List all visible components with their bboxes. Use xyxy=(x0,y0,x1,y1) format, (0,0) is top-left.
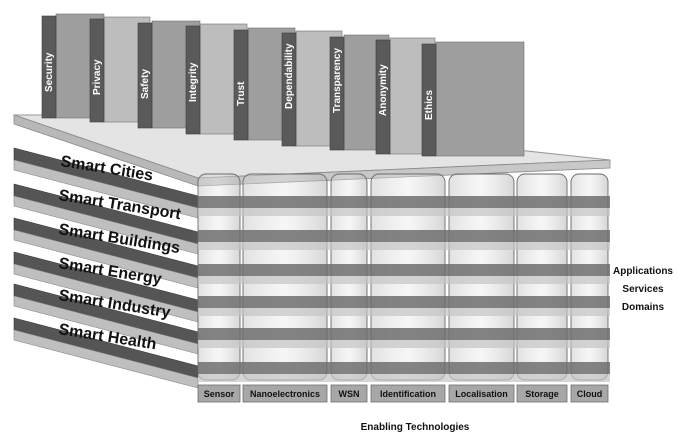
tech-label-identification: Identification xyxy=(370,384,446,403)
concern-label-safety: Safety xyxy=(140,69,151,99)
side-label-applications: Applications xyxy=(613,266,673,277)
domain-band-smart-energy xyxy=(198,296,610,316)
concern-block-spine xyxy=(41,15,57,119)
domain-band-dark xyxy=(198,328,610,340)
tech-label-text: Cloud xyxy=(577,389,603,399)
domain-slabs xyxy=(13,147,199,389)
tech-label-wsn: WSN xyxy=(330,384,368,403)
domain-band-light xyxy=(198,208,610,216)
domain-band-light xyxy=(198,308,610,316)
concern-block-spine xyxy=(89,18,105,123)
tech-label-sensor: Sensor xyxy=(197,384,241,403)
concern-block-spine xyxy=(281,32,297,147)
concern-blocks: Security Privacy Safety Integrity Trust Depen… xyxy=(41,13,525,157)
concern-block-spine xyxy=(233,29,249,141)
tech-label-box xyxy=(242,384,328,403)
concern-label-anonymity: Anonymity xyxy=(378,64,389,116)
concern-block-face xyxy=(435,41,525,157)
domain-band-smart-buildings xyxy=(198,264,610,284)
concern-block-spine xyxy=(329,36,345,151)
tech-label-text: Sensor xyxy=(204,389,235,399)
tech-label-box xyxy=(516,384,568,403)
side-label-domains: Domains xyxy=(622,302,665,313)
domain-band-light xyxy=(198,276,610,284)
tech-label-box xyxy=(570,384,609,403)
tech-label-box xyxy=(197,384,241,403)
concern-block-spine xyxy=(421,43,437,157)
tech-label-cloud: Cloud xyxy=(570,384,609,403)
domain-band-light xyxy=(198,374,610,382)
domain-band-light xyxy=(198,242,610,250)
concern-block-spine xyxy=(137,22,153,129)
tech-label-nanoelectronics: Nanoelectronics xyxy=(242,384,328,403)
concern-block-ethics: Ethics xyxy=(421,41,525,157)
domain-band-dark xyxy=(198,362,610,374)
concern-block-spine xyxy=(185,25,201,135)
tech-label-box xyxy=(330,384,368,403)
concern-label-trust: Trust xyxy=(236,81,247,106)
side-label-services: Services xyxy=(622,284,664,295)
tech-label-text: Nanoelectronics xyxy=(250,389,320,399)
tech-label-text: WSN xyxy=(339,389,360,399)
domain-band-smart-industry xyxy=(198,328,610,348)
concern-label-ethics: Ethics xyxy=(424,90,435,120)
domain-band-smart-cities xyxy=(198,196,610,216)
technology-labels: Sensor Nanoelectronics WSN Identification Lo… xyxy=(197,384,609,403)
side-labels: Applications Services Domains xyxy=(613,266,673,313)
tech-label-box xyxy=(370,384,446,403)
tech-label-text: Storage xyxy=(525,389,559,399)
domain-bands xyxy=(198,196,610,382)
concern-label-transparency: Transparency xyxy=(332,48,343,113)
domain-band-dark xyxy=(198,264,610,276)
domain-band-dark xyxy=(198,196,610,208)
domain-band-dark xyxy=(198,230,610,242)
concern-block-anonymity: Anonymity xyxy=(375,37,436,155)
tech-label-box xyxy=(448,384,515,403)
tech-label-text: Identification xyxy=(380,389,436,399)
concern-label-privacy: Privacy xyxy=(92,59,103,95)
tech-label-text: Localisation xyxy=(455,389,508,399)
tech-label-storage: Storage xyxy=(516,384,568,403)
concern-label-dependability: Dependability xyxy=(284,43,295,109)
domain-band-light xyxy=(198,340,610,348)
domain-band-dark xyxy=(198,296,610,308)
concern-label-integrity: Integrity xyxy=(188,62,199,102)
tech-label-localisation: Localisation xyxy=(448,384,515,403)
concern-block-spine xyxy=(375,39,391,155)
concern-label-security: Security xyxy=(44,52,55,92)
footer-label: Enabling Technologies xyxy=(361,422,470,433)
domain-band-smart-transport xyxy=(198,230,610,250)
domain-band-smart-health xyxy=(198,362,610,382)
